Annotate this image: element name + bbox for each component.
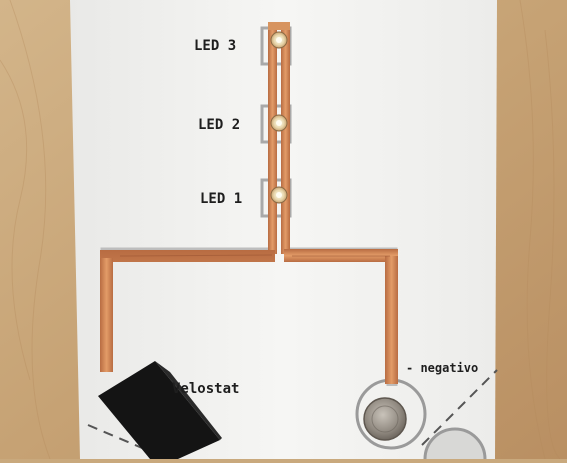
label-led-2: LED 2 (198, 117, 241, 133)
label-velostat: Velostat (172, 381, 240, 397)
second-guide-circle (423, 427, 487, 460)
dashed-guide-right (421, 369, 498, 446)
copper-tape-column (268, 22, 290, 254)
led-3 (270, 31, 288, 49)
label-led-3: LED 3 (194, 38, 237, 54)
led-1 (270, 186, 288, 204)
led-2 (270, 114, 288, 132)
label-led-1: LED 1 (200, 191, 243, 207)
coin-battery (363, 397, 407, 441)
label-negativo: - negativo (406, 361, 479, 375)
copper-tape-right (284, 249, 398, 384)
velostat-pad (98, 361, 222, 459)
copper-tape-left (100, 250, 275, 372)
